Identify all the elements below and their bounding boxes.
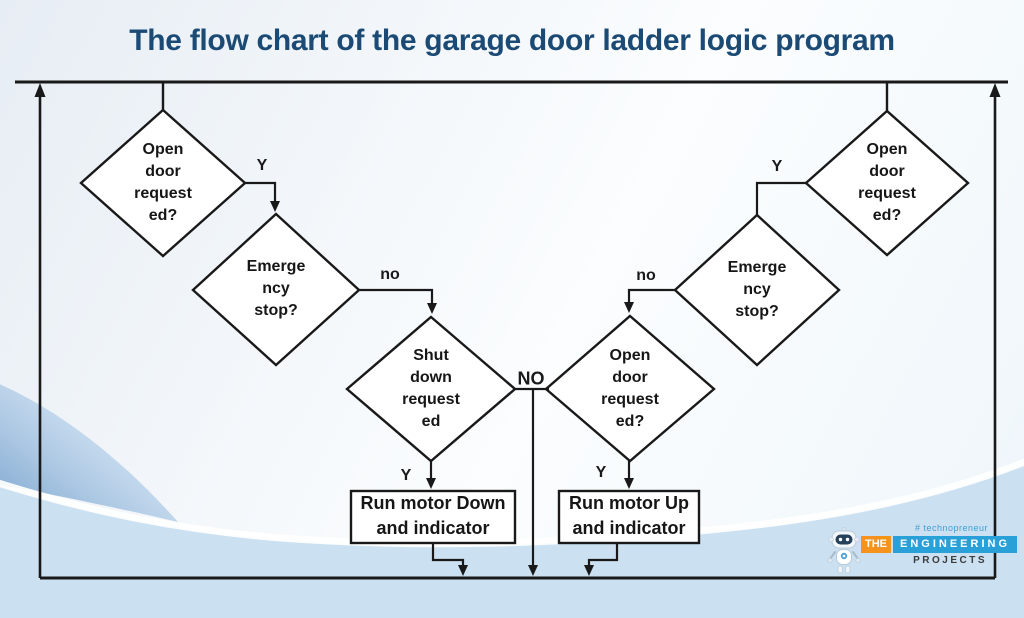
- rail-arrowheads: [34, 83, 1001, 97]
- decision-emergency-stop-left: [191, 212, 361, 367]
- arrow-box1-to-rail: [458, 565, 468, 576]
- arrow-into-open-door-center: [624, 302, 634, 313]
- logo-tagline: # technopreneur: [914, 523, 988, 533]
- arrow-into-emergency-left: [270, 201, 280, 212]
- logo-projects-text: PROJECTS: [913, 555, 987, 566]
- edge-left-no: [359, 288, 434, 305]
- decision-open-door-left: [79, 108, 247, 258]
- logo-the-engineering-projects: # technopreneur THE ENGINEERING PROJECTS: [826, 523, 1018, 575]
- decision-shut-down-requested: [345, 315, 517, 463]
- wave-dark-wedge: [0, 384, 178, 522]
- edge-box2-exit: [587, 543, 619, 565]
- robot-mascot-icon: [827, 527, 861, 574]
- decision-open-door-center: [544, 314, 716, 463]
- left-rail-up-arrow: [34, 83, 46, 97]
- arrow-into-box2: [624, 478, 634, 489]
- edge-right-y-top: [755, 181, 806, 215]
- arrow-box2-to-rail: [584, 565, 594, 576]
- logo-engineering-badge: ENGINEERING: [893, 536, 1018, 553]
- edge-left-y-top: [245, 181, 277, 203]
- decision-open-door-right: [804, 109, 970, 257]
- connector-arrowheads: [270, 201, 634, 576]
- arrow-into-shutdown: [427, 303, 437, 314]
- process-run-motor-up: [557, 489, 701, 545]
- decision-emergency-stop-right: [673, 213, 841, 367]
- edge-box1-exit: [431, 543, 465, 565]
- wave-lower-blue: [0, 464, 1024, 618]
- logo-the-badge: THE: [861, 536, 891, 553]
- edge-right-no: [627, 288, 675, 304]
- arrow-into-box1: [426, 478, 436, 489]
- nodes: [79, 108, 970, 545]
- connectors: [245, 181, 806, 565]
- arrow-center-to-rail: [528, 565, 538, 576]
- right-rail-up-arrow: [989, 83, 1001, 97]
- process-run-motor-down: [349, 489, 517, 545]
- rails: [15, 80, 1008, 580]
